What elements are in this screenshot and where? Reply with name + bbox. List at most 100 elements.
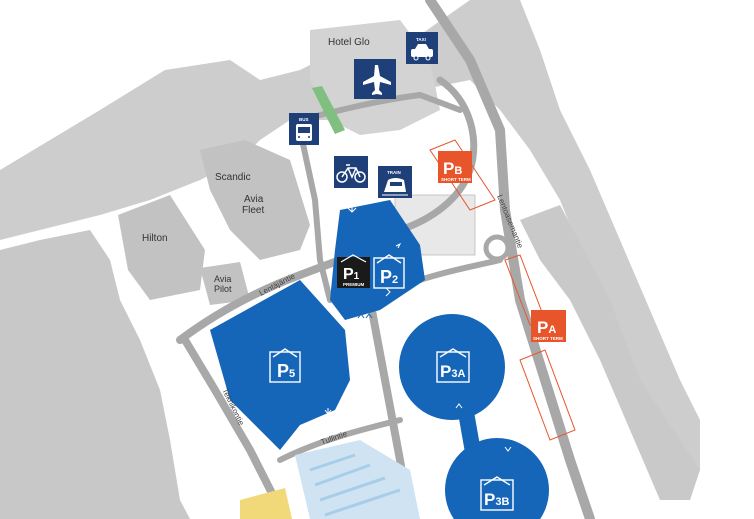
label-hotel-glo: Hotel Glo: [328, 37, 370, 48]
p2-label: P2: [380, 267, 398, 287]
building-terminal-west: [0, 0, 700, 470]
bus-lot-row: [324, 488, 401, 517]
taxi-icon-top: [415, 44, 429, 49]
bicycle-icon-wheel: [336, 171, 348, 183]
p3b-badge-roof: [483, 476, 511, 486]
train-icon-window: [390, 182, 402, 186]
green-area: [312, 86, 345, 134]
parking-p5-area[interactable]: [210, 280, 350, 450]
parking-p3b-area[interactable]: [445, 438, 549, 519]
p5-badge-roof: [272, 348, 298, 358]
bus-lot-row: [309, 453, 356, 472]
label-hilton: Hilton: [142, 233, 168, 244]
parking-p2-badge[interactable]: P2: [373, 254, 405, 289]
building-west-block: [0, 230, 190, 519]
lot-pb-stripes: [429, 139, 496, 211]
p1-badge-roof: [340, 254, 367, 263]
parking-p3a-area[interactable]: [399, 314, 505, 420]
building-east-strip: [520, 205, 700, 500]
p2-badge-frame: [373, 257, 405, 289]
road-east-connector: [417, 257, 503, 283]
taxi-badge[interactable]: TAXI: [406, 32, 438, 64]
parking-p5-badge[interactable]: P5: [269, 348, 301, 383]
parking-pa-badge[interactable]: PA SHORT TERM: [531, 310, 566, 342]
arrow-p1p2-top: [347, 206, 357, 213]
roundabout: [483, 234, 511, 262]
bus-lot-row: [319, 476, 386, 502]
arrow-p2-bottom: [385, 287, 391, 297]
taxi-icon-wheel: [425, 55, 431, 61]
p3a-badge-frame: [436, 351, 470, 383]
parking-areas: [210, 200, 549, 519]
bicycle-icon-frame: [341, 164, 361, 179]
p5-badge-frame: [269, 351, 301, 383]
p1-badge-bg: [337, 257, 370, 288]
pb-sublabel: SHORT TERM: [441, 177, 471, 182]
arrow-p3a: [455, 403, 463, 409]
arrow-p3b: [504, 446, 512, 452]
p3b-badge-frame: [480, 479, 514, 511]
road-west-vertical: [297, 127, 333, 303]
p3a-label: P3A: [440, 362, 465, 381]
train-icon: [382, 178, 408, 196]
building-layer: [0, 0, 700, 519]
taxi-label: TAXI: [416, 37, 426, 42]
p2-badge-roof: [376, 254, 402, 264]
road-tullintie: [277, 417, 403, 463]
pb-badge-bg: [438, 151, 472, 183]
entry-arrows: [324, 206, 512, 452]
train-badge[interactable]: TRAIN: [378, 166, 412, 198]
bicycle-icon-wheel: [354, 171, 366, 183]
p5-label: P5: [277, 361, 295, 381]
p3b-label: P3B: [484, 490, 509, 509]
pa-sublabel: SHORT TERM: [533, 336, 563, 341]
parking-p1-badge[interactable]: P1 PREMIUM: [337, 254, 370, 288]
road-layer: [176, 0, 595, 519]
bus-icon: [296, 124, 312, 141]
building-scandic: [200, 140, 310, 260]
yellow-lot: [240, 488, 292, 519]
airplane-icon: [363, 65, 391, 95]
taxi-icon-body: [411, 49, 433, 57]
parking-p3b-badge[interactable]: P3B: [480, 476, 514, 511]
bus-icon-window: [298, 127, 310, 133]
taxi-icon-wheel: [413, 55, 419, 61]
train-label: TRAIN: [387, 170, 401, 175]
label-avia-fleet-2: Fleet: [242, 205, 264, 216]
pa-badge-bg: [531, 310, 566, 342]
pa-label: PA: [537, 318, 556, 337]
bicycle-badge-bg: [334, 156, 368, 188]
label-avia-pilot-2: Pilot: [214, 284, 232, 294]
bicycle-icon: [336, 164, 366, 183]
road-lentajantie: [176, 256, 344, 344]
p1-label: P1: [343, 266, 360, 283]
bus-lot-row: [314, 463, 371, 487]
bus-label: BUS: [299, 117, 309, 122]
building-labels: Hotel Glo Scandic Avia Fleet Hilton Avia…: [142, 37, 370, 294]
parking-p1-p2-area[interactable]: [330, 200, 425, 320]
p3a-badge-roof: [439, 348, 467, 358]
bus-badge[interactable]: BUS: [289, 113, 319, 145]
arrow-p2-side: [395, 242, 402, 249]
building-avia-pilot: [200, 262, 250, 305]
bicycle-badge[interactable]: [334, 156, 368, 188]
parking-pb-badge[interactable]: PB SHORT TERM: [438, 151, 472, 183]
bus-icon-light: [298, 136, 300, 138]
label-avia-fleet-1: Avia: [244, 194, 264, 205]
bus-icon-light: [308, 136, 310, 138]
bus-lot: [240, 440, 420, 519]
taxi-icon: [411, 44, 433, 61]
label-scandic: Scandic: [215, 172, 251, 183]
building-hilton: [118, 195, 205, 300]
arrow-entry-center: [357, 313, 373, 319]
airport-badge[interactable]: [354, 59, 396, 99]
parking-p3a-badge[interactable]: P3A: [436, 348, 470, 383]
lot-pa-stripes-south: [519, 349, 576, 441]
arrow-p5: [324, 408, 332, 415]
label-avia-pilot-1: Avia: [214, 274, 231, 284]
p1-sublabel: PREMIUM: [343, 282, 365, 287]
road-teknikontie: [181, 336, 289, 519]
road-lentoasemantie: [425, 0, 595, 519]
pb-label: PB: [443, 159, 462, 178]
